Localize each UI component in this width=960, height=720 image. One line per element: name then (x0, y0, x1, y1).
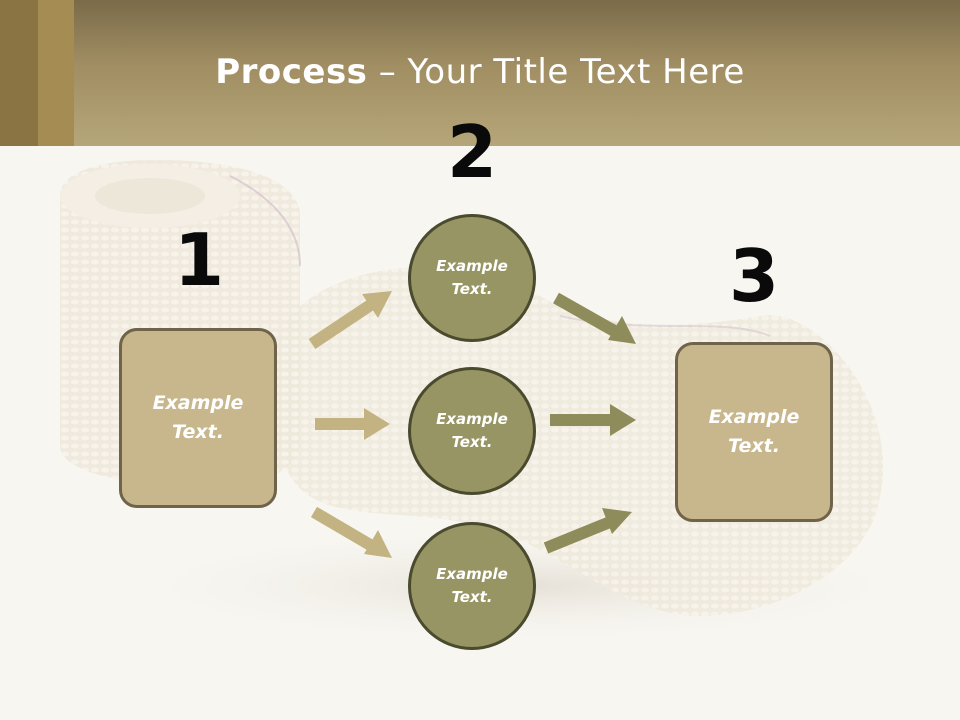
step-3-text: Example Text. (708, 406, 800, 457)
arrow-from-top (553, 292, 636, 344)
banner-stripe (0, 0, 38, 146)
step-number-2: 2 (446, 110, 498, 194)
arrow-from-bottom (543, 508, 632, 554)
step-2-circle-middle[interactable]: Example Text. (408, 367, 536, 495)
title-banner (0, 0, 960, 146)
circle-text: Example Text. (436, 410, 508, 451)
circle-text: Example Text. (436, 565, 508, 606)
arrow-to-middle (315, 408, 390, 440)
slide-title[interactable]: Process – Your Title Text Here (0, 52, 960, 92)
step-2-circle-bottom[interactable]: Example Text. (408, 522, 536, 650)
step-number-1: 1 (173, 218, 225, 302)
step-1-box[interactable]: Example Text. (119, 328, 277, 508)
arrow-to-top (308, 291, 392, 349)
banner-stripe (38, 0, 74, 146)
title-bold: Process (215, 52, 368, 92)
arrow-to-bottom (310, 506, 392, 558)
step-1-text: Example Text. (152, 392, 244, 443)
title-rest: – Your Title Text Here (367, 52, 745, 92)
step-2-circle-top[interactable]: Example Text. (408, 214, 536, 342)
step-3-box[interactable]: Example Text. (675, 342, 833, 522)
circle-text: Example Text. (436, 257, 508, 298)
arrow-from-middle (550, 404, 636, 436)
step-number-3: 3 (728, 234, 780, 318)
